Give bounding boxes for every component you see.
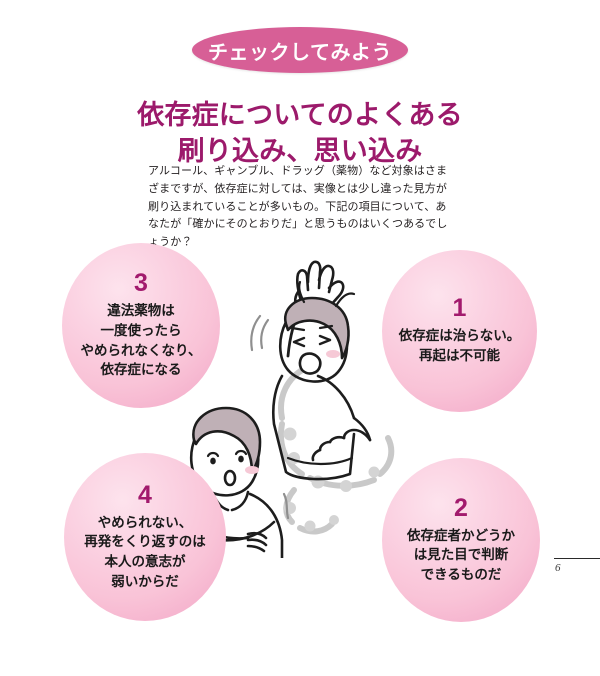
myth-bubble-3-number: 3 bbox=[134, 269, 148, 298]
thought-bubble-dots bbox=[283, 427, 380, 532]
myth-bubble-3-text: 違法薬物は 一度使ったら やめられなくなり、 依存症になる bbox=[81, 301, 202, 379]
myth-bubble-4-line-1: やめられない、 bbox=[97, 514, 193, 530]
myth-bubble-1-line-1: 依存症は治らない。 bbox=[398, 328, 521, 344]
myth-bubble-2-line-3: できるものだ bbox=[420, 566, 502, 582]
folio-page-number: 6 bbox=[555, 562, 561, 574]
myth-bubble-4-line-4: 弱いからだ bbox=[111, 573, 179, 589]
myth-bubble-2-line-1: 依存症者かどうか bbox=[407, 527, 515, 543]
myth-bubble-4[interactable]: 4 やめられない、 再発をくり返すのは 本人の意志が 弱いからだ bbox=[64, 453, 226, 621]
myth-bubble-1-text: 依存症は治らない。 再起は不可能 bbox=[399, 326, 521, 365]
myth-bubble-3-line-3: やめられなくなり、 bbox=[80, 342, 202, 358]
intro-paragraph: アルコール、ギャンブル、ドラッグ（薬物）など対象はさまざまですが、依存症に対して… bbox=[148, 165, 448, 249]
myth-bubble-1-line-2: 再起は不可能 bbox=[419, 348, 500, 363]
check-badge: チェックしてみよう bbox=[192, 27, 408, 73]
myth-bubble-4-line-2: 再発をくり返すのは bbox=[84, 534, 206, 550]
myth-bubble-4-number: 4 bbox=[138, 480, 152, 509]
myth-bubble-3-line-2: 一度使ったら bbox=[100, 322, 182, 338]
myth-bubble-1-number: 1 bbox=[452, 294, 467, 323]
folio-rule bbox=[554, 558, 600, 559]
myth-bubble-2[interactable]: 2 依存症者かどうか は見た目で判断 できるものだ bbox=[382, 458, 540, 622]
myth-bubble-3-line-1: 違法薬物は bbox=[107, 303, 175, 319]
myth-bubble-2-line-2: は見た目で判断 bbox=[413, 547, 509, 563]
myth-bubble-2-number: 2 bbox=[454, 493, 468, 522]
myth-bubble-4-line-3: 本人の意志が bbox=[104, 554, 186, 569]
figure-distressed bbox=[250, 260, 372, 481]
myth-bubble-3[interactable]: 3 違法薬物は 一度使ったら やめられなくなり、 依存症になる bbox=[62, 243, 220, 408]
page-title-line-1: 依存症についてのよくある bbox=[137, 100, 463, 131]
myth-bubble-2-text: 依存症者かどうか は見た目で判断 できるものだ bbox=[407, 526, 515, 585]
myth-bubble-3-line-4: 依存症になる bbox=[100, 362, 182, 378]
myth-bubble-4-text: やめられない、 再発をくり返すのは 本人の意志が 弱いからだ bbox=[84, 513, 206, 591]
check-badge-label: チェックしてみよう bbox=[208, 41, 392, 64]
page-title: 依存症についてのよくある 刷り込み、思い込み bbox=[0, 98, 600, 170]
myth-bubble-1[interactable]: 1 依存症は治らない。 再起は不可能 bbox=[382, 250, 537, 412]
motion-lines-left bbox=[250, 314, 270, 352]
thought-bubble-chain bbox=[278, 363, 395, 535]
folio: 6 bbox=[552, 558, 600, 574]
page-title-line-2: 刷り込み、思い込み bbox=[177, 135, 423, 166]
